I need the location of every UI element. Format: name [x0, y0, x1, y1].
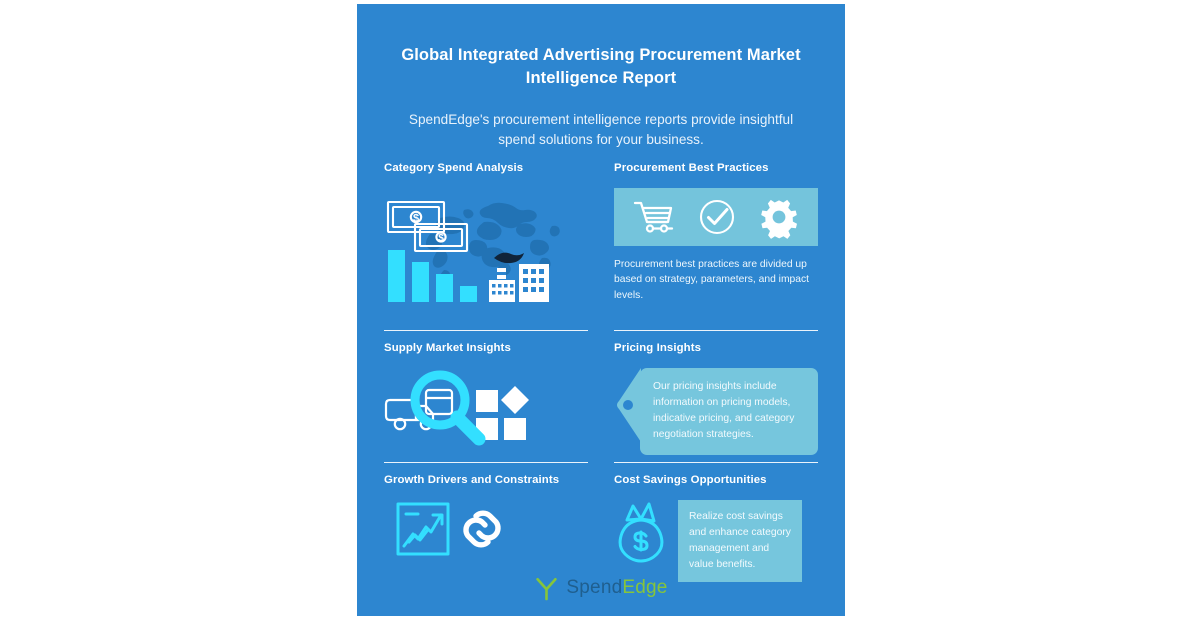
section-cost-savings: Cost Savings Opportunities [601, 462, 818, 582]
factory-icon [489, 252, 549, 302]
chain-link-icon [463, 510, 501, 548]
check-circle-icon [699, 199, 735, 234]
sections-grid: Category Spend Analysis [357, 162, 845, 582]
divider-left-2 [384, 462, 588, 463]
gear-icon [760, 199, 797, 239]
logo-text-edge: Edge [622, 577, 668, 598]
svg-text:$: $ [413, 212, 419, 224]
shopping-cart-icon [634, 201, 674, 233]
section-title-pricing-insights: Pricing Insights [614, 342, 702, 354]
page-subtitle: SpendEdge's procurement intelligence rep… [408, 111, 794, 147]
best-practices-body: Procurement best practices are divided u… [614, 258, 809, 301]
cost-savings-body: Realize cost savings and enhance categor… [689, 510, 791, 570]
section-title-supply-market: Supply Market Insights [384, 342, 511, 354]
logo-wordmark: SpendEdge [566, 577, 667, 599]
price-tag-point [615, 367, 641, 455]
spendedge-logo[interactable]: SpendEdge [357, 576, 845, 601]
section-growth-drivers: Growth Drivers and Constraints [384, 462, 601, 570]
supply-market-artwork [384, 368, 588, 451]
section-row-2: Supply Market Insights [384, 330, 818, 462]
section-pricing-insights: Pricing Insights Our pricing insights in… [601, 330, 818, 462]
cost-savings-content: Realize cost savings and enhance categor… [614, 499, 818, 582]
header: Global Integrated Advertising Procuremen… [357, 4, 845, 149]
money-bag-icon [618, 502, 664, 563]
bar-chart-icon [388, 249, 477, 302]
magnifier-icon [410, 370, 486, 446]
section-title-growth-drivers: Growth Drivers and Constraints [384, 474, 560, 486]
divider-right-1 [614, 330, 818, 331]
infographic-panel: Global Integrated Advertising Procuremen… [357, 4, 845, 616]
page-title: Global Integrated Advertising Procuremen… [401, 46, 801, 88]
supply-market-icons [384, 370, 529, 446]
banknotes-icon: $ $ [386, 200, 469, 252]
section-row-1: Category Spend Analysis [384, 162, 818, 330]
section-title-best-practices: Procurement Best Practices [614, 162, 769, 174]
price-tag-point-shape [617, 367, 641, 442]
cost-savings-body-box: Realize cost savings and enhance categor… [678, 499, 802, 582]
section-title-category-spend: Category Spend Analysis [384, 162, 524, 174]
category-spend-artwork: $ $ [384, 188, 588, 311]
growth-drivers-artwork [384, 500, 588, 567]
price-tag-icon: Our pricing insights include information… [617, 367, 818, 455]
spendedge-turbine-icon [536, 577, 558, 601]
category-spend-icons: $ $ [386, 200, 560, 302]
growth-drivers-icons [396, 502, 501, 556]
section-category-spend: Category Spend Analysis [384, 162, 601, 330]
logo-text-spend: Spend [566, 577, 623, 598]
section-title-cost-savings: Cost Savings Opportunities [614, 474, 767, 486]
section-supply-market: Supply Market Insights [384, 330, 601, 462]
growth-chart-icon [396, 502, 450, 556]
section-best-practices: Procurement Best Practices [601, 162, 818, 330]
best-practices-icon-band [614, 187, 818, 246]
svg-text:$: $ [438, 233, 444, 244]
divider-right-2 [614, 462, 818, 463]
shapes-icon [476, 385, 529, 440]
pricing-insights-body: Our pricing insights include information… [653, 380, 795, 440]
divider-left-1 [384, 330, 588, 331]
section-row-3: Growth Drivers and Constraints [384, 462, 818, 582]
